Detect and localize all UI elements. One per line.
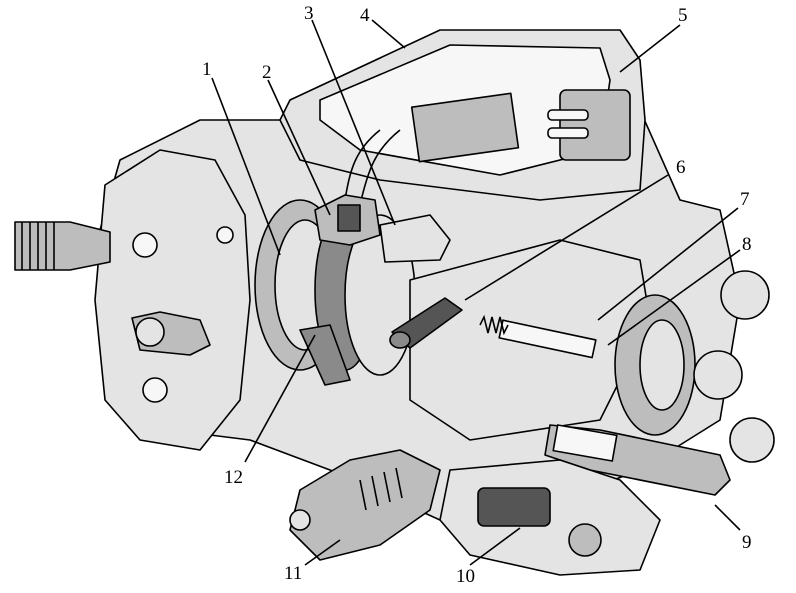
solenoid-tip <box>389 331 411 349</box>
callout-6: 6 <box>676 157 686 178</box>
leader-7 <box>597 207 739 321</box>
callout-1: 1 <box>202 59 212 80</box>
sensor-connector <box>337 204 361 232</box>
leader-2 <box>267 79 331 216</box>
callout-9: 9 <box>742 532 752 553</box>
callout-10: 10 <box>456 566 475 587</box>
flange-hole-top <box>132 232 158 258</box>
sensor-wiring <box>344 129 401 206</box>
servo-piston <box>477 487 551 527</box>
delivery-outlet-inner <box>639 319 685 411</box>
leader-5 <box>619 24 681 73</box>
plunger-spring <box>479 314 509 336</box>
callout-4: 4 <box>360 5 370 26</box>
callout-2: 2 <box>262 62 272 83</box>
flange-hole-mid <box>216 226 234 244</box>
outlet-nozzle-right <box>693 350 743 400</box>
leader-12 <box>244 334 316 463</box>
pressure-valve-bolt <box>289 509 311 531</box>
callout-3: 3 <box>304 3 314 24</box>
callout-7: 7 <box>740 189 750 210</box>
callout-12: 12 <box>224 467 243 488</box>
mounting-flange <box>94 149 251 451</box>
leader-1 <box>211 77 281 256</box>
connector-5 <box>547 89 631 161</box>
leader-8 <box>607 249 741 346</box>
leader-3 <box>311 19 396 226</box>
leader-10 <box>469 527 521 566</box>
bolt-head <box>135 317 165 347</box>
leader-9 <box>714 504 741 531</box>
callout-11: 11 <box>284 563 303 584</box>
cam-housing-block <box>379 214 451 263</box>
leader-4 <box>371 19 406 49</box>
leader-11 <box>304 539 341 566</box>
outlet-nozzle-top <box>720 270 770 320</box>
leader-lines <box>211 19 741 566</box>
shaft-threads <box>21 222 55 270</box>
pressure-valve-spring <box>359 467 403 511</box>
distributor-plunger <box>498 319 597 359</box>
outlet-nozzle-bottom <box>729 417 775 463</box>
servo-bolt <box>568 523 602 557</box>
callout-8: 8 <box>742 234 752 255</box>
callout-5: 5 <box>678 5 688 26</box>
circuit-board <box>410 92 520 163</box>
rod-spring-chamber <box>552 424 618 462</box>
flange-hole-bottom <box>142 377 168 403</box>
leader-6 <box>464 174 669 301</box>
